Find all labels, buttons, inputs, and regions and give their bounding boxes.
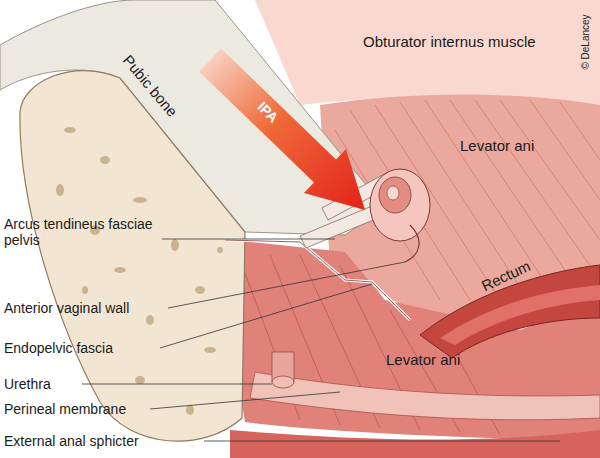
- part-label: Endopelvic fascia: [4, 340, 113, 356]
- part-label: Urethra: [4, 376, 51, 392]
- fascia-layer: [225, 240, 410, 320]
- trabecula: [114, 267, 126, 273]
- pubic-bone-section: [20, 71, 245, 441]
- part-label: Arcus tendineus fasciae pelvis: [4, 216, 164, 248]
- perineal-membrane: [250, 372, 600, 420]
- vaginal-wall: [405, 225, 419, 262]
- striation: [450, 100, 575, 285]
- leader-line: [162, 239, 335, 240]
- trabecula: [171, 239, 179, 251]
- part-label: Perineal membrane: [4, 401, 126, 417]
- striation: [425, 100, 550, 290]
- trabecula: [100, 156, 110, 164]
- leader-line: [204, 441, 560, 442]
- striation: [375, 105, 500, 300]
- trabecula: [56, 184, 64, 196]
- part-label: Anterior vaginal wall: [4, 300, 129, 316]
- trabecula: [146, 315, 154, 325]
- part-label: Levator ani: [460, 138, 534, 154]
- trabecula: [217, 247, 223, 253]
- part-label: Obturator internus muscle: [363, 34, 536, 50]
- leader-line: [82, 384, 272, 385]
- external-anal-sphincter: [230, 430, 600, 458]
- part-label: Levator ani: [386, 352, 460, 368]
- ipa-arrow: [199, 49, 365, 211]
- urethral-section: [379, 177, 411, 213]
- trabecula: [186, 405, 194, 415]
- rectum-lumen: [440, 285, 600, 345]
- trabecula: [133, 197, 147, 203]
- arcus-tendineus: [300, 206, 378, 248]
- striation: [500, 100, 600, 240]
- trabecula: [135, 376, 145, 384]
- trabecula: [82, 286, 88, 294]
- leader-line: [160, 284, 372, 348]
- part-label: © DeLancey: [578, 14, 594, 69]
- fascia-outline: [225, 240, 410, 320]
- obturator-muscle: [255, 0, 600, 110]
- striation: [560, 102, 600, 160]
- part-label: External anal sphicter: [4, 433, 139, 449]
- trabecula: [204, 347, 216, 353]
- trabecula: [64, 127, 76, 133]
- urethral-lumen: [387, 186, 399, 200]
- striation: [530, 100, 600, 200]
- muscle-striations: [335, 100, 600, 300]
- leader-lines: [82, 239, 560, 441]
- spongy-bone: [56, 127, 223, 415]
- leader-line: [150, 392, 340, 409]
- vaginal-section: [370, 169, 430, 241]
- trabecula: [195, 286, 205, 294]
- urethra-end: [272, 376, 294, 388]
- striation: [475, 100, 600, 280]
- levator-ani-lower: [215, 238, 600, 440]
